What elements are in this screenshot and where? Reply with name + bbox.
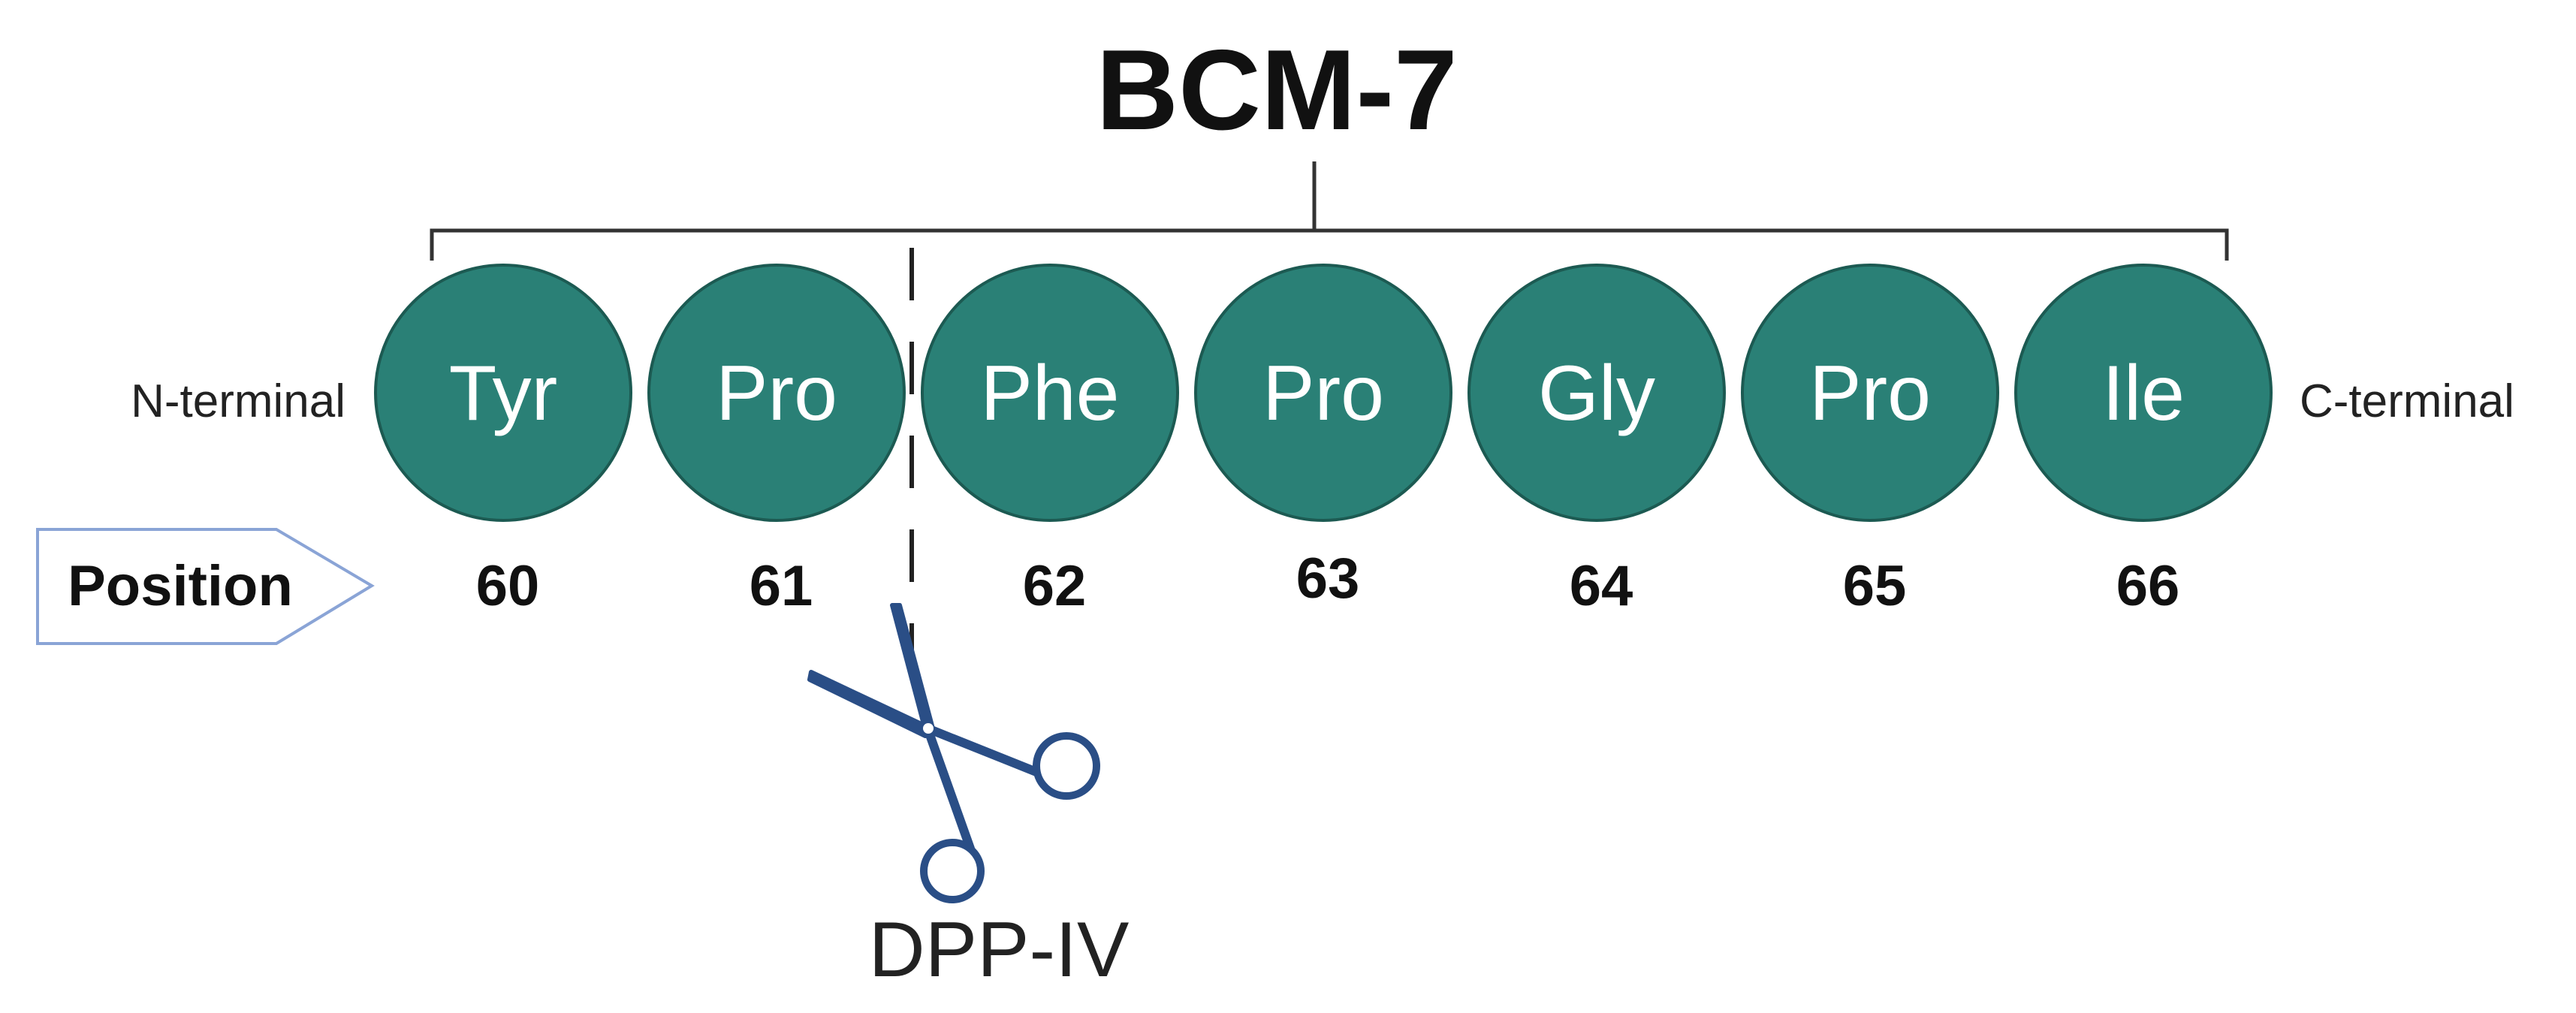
residue-circle [647, 264, 906, 522]
residue-2: Pro [647, 264, 906, 522]
scissors-ring [920, 839, 985, 903]
position-numbers: 60 61 62 63 64 65 66 [476, 547, 2180, 618]
position-number: 64 [1570, 554, 1633, 618]
position-number: 65 [1843, 554, 1907, 618]
position-number: 63 [1296, 547, 1360, 611]
residue-label: Ile [2102, 350, 2185, 437]
scissors-handle [923, 724, 1045, 778]
residue-6: Pro [1741, 264, 1999, 522]
residue-label: Pro [1809, 350, 1931, 437]
scissors-handle [923, 724, 975, 853]
arrow-pentagon-icon [36, 528, 375, 645]
n-terminal-label: N-terminal [131, 375, 345, 427]
residue-circle [921, 264, 1179, 522]
residue-chain: Tyr Pro Phe Pro Gly Pro Ile [374, 264, 2273, 522]
residue-label: Gly [1538, 350, 1655, 437]
residue-circle [1194, 264, 1452, 522]
position-number: 60 [476, 554, 540, 618]
position-label: Position [68, 554, 293, 618]
bracket-line [430, 161, 2229, 261]
scissors-blade [807, 670, 930, 738]
residue-3: Phe [921, 264, 1179, 522]
residue-circle [2014, 264, 2273, 522]
residue-circle [1467, 264, 1726, 522]
position-number: 61 [750, 554, 813, 618]
position-number: 66 [2116, 554, 2180, 618]
residue-label: Phe [980, 350, 1119, 437]
residue-label: Pro [1262, 350, 1384, 437]
residue-circle [1741, 264, 1999, 522]
c-terminal-label: C-terminal [2300, 375, 2514, 427]
peptide-bracket [430, 161, 2229, 261]
residue-7: Ile [2014, 264, 2273, 522]
scissors-pivot [923, 723, 934, 734]
residue-5: Gly [1467, 264, 1726, 522]
enzyme-label: DPP-IV [869, 906, 1130, 993]
residue-1: Tyr [374, 264, 632, 522]
residue-label: Pro [716, 350, 837, 437]
residue-label: Tyr [449, 350, 557, 437]
residue-4: Pro [1194, 264, 1452, 522]
residue-circle [374, 264, 632, 522]
scissors-ring [1033, 732, 1100, 800]
position-number: 62 [1023, 554, 1087, 618]
scissors-icon [807, 603, 1100, 903]
diagram-title: BCM-7 [1096, 26, 1457, 154]
